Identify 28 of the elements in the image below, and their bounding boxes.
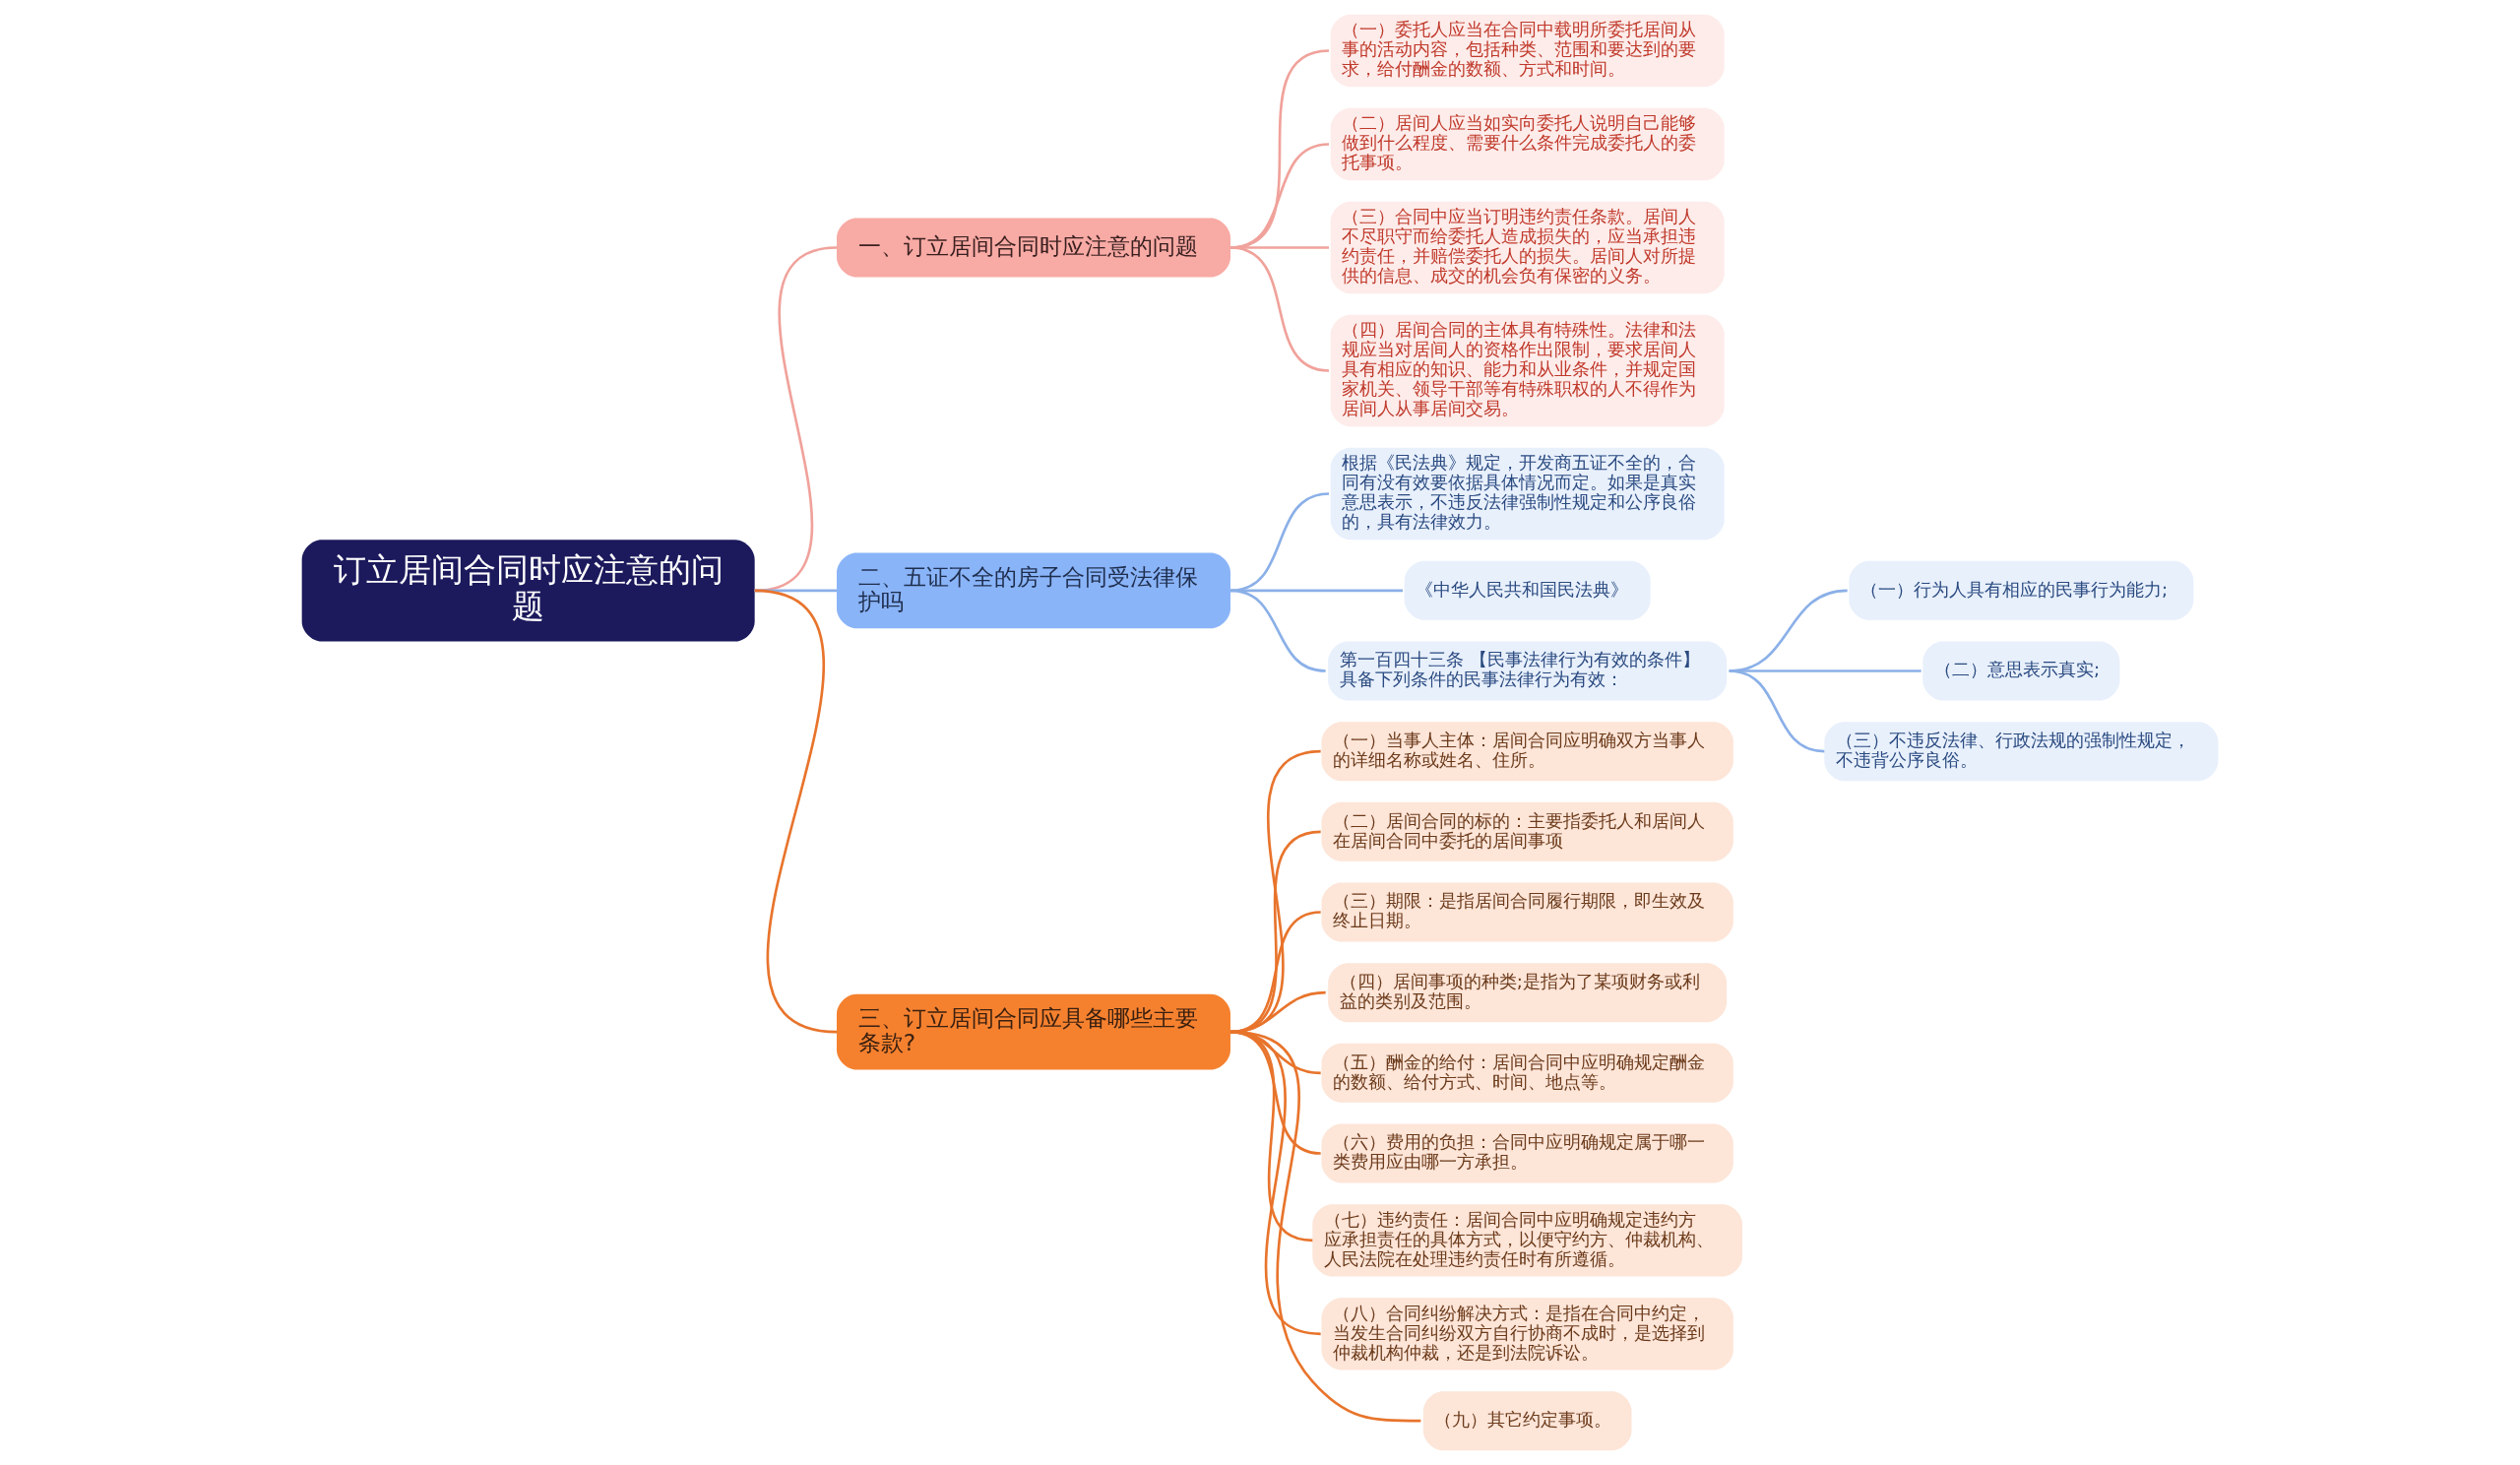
node-box: 《中华人民共和国民法典》 bbox=[1404, 560, 1651, 620]
node-box: （九）其它约定事项。 bbox=[1422, 1391, 1632, 1451]
node-box: 三、订立居间合同应具备哪些主要条款? bbox=[837, 993, 1230, 1070]
node-box: （三）不违反法律、行政法规的强制性规定，不违背公序良俗。 bbox=[1824, 722, 2219, 782]
connector bbox=[1729, 669, 1825, 753]
node-box: （三）期限：是指居间合同履行期限，即生效及终止日期。 bbox=[1321, 882, 1733, 942]
node-box: （四）居间事项的种类;是指为了某项财务或利益的类别及范围。 bbox=[1328, 963, 1728, 1023]
node-box: （二）居间人应当如实向委托人说明自己能够做到什么程度、需要什么条件完成委托人的委托事项。 bbox=[1330, 107, 1725, 181]
node-box: （一）当事人主体：居间合同应明确双方当事人的详细名称或姓名、住所。 bbox=[1321, 722, 1733, 782]
connector bbox=[1229, 589, 1326, 672]
node-box: （三）合同中应当订明违约责任条款。居间人不尽职守而给委托人造成损失的，应当承担违约责任，并赔偿委托人的损失。居间人对所提供的信息、成交的机会负有保密的义务。 bbox=[1330, 201, 1725, 294]
node-box: 二、五证不全的房子合同受法律保护吗 bbox=[837, 552, 1230, 629]
node-box: （七）违约责任：居间合同中应明确规定违约方应承担责任的具体方式，以便守约方、仲裁机构、人民法院在处理违约责任时有所遵循。 bbox=[1312, 1204, 1742, 1277]
node-box: （一）委托人应当在合同中载明所委托居间从事的活动内容，包括种类、范围和要达到的要求，给付酬金的数额、方式和时间。 bbox=[1330, 14, 1725, 88]
connector bbox=[1229, 1030, 1421, 1423]
node-box: （一）行为人具有相应的民事行为能力; bbox=[1849, 560, 2194, 620]
node-box: （六）费用的负担：合同中应明确规定属于哪一类费用应由哪一方承担。 bbox=[1321, 1123, 1733, 1183]
node-box: 第一百四十三条 【民事法律行为有效的条件】具备下列条件的民事法律行为有效： bbox=[1328, 641, 1728, 701]
connector bbox=[1229, 492, 1330, 593]
node-box: （五）酬金的给付：居间合同中应明确规定酬金的数额、给付方式、时间、地点等。 bbox=[1321, 1043, 1733, 1103]
node-box: （四）居间合同的主体具有特殊性。法律和法规应当对居间人的资格作出限制，要求居间人具有相应的知识、能力和从业条件，并规定国家机关、领导干部等有特殊职权的人不得作为居间人从事居间交易。 bbox=[1330, 314, 1725, 427]
node-box: 订立居间合同时应注意的问题 bbox=[301, 540, 755, 642]
connector bbox=[1229, 246, 1330, 372]
node-box: （二）意思表示真实; bbox=[1922, 641, 2120, 701]
node-box: 根据《民法典》规定，开发商五证不全的，合同有没有效要依据具体情况而定。如果是真实意思表示，不违反法律强制性规定和公序良俗的，具有法律效力。 bbox=[1330, 447, 1725, 541]
node-box: （二）居间合同的标的：主要指委托人和居间人在居间合同中委托的居间事项 bbox=[1321, 801, 1733, 861]
node-box: 一、订立居间合同时应注意的问题 bbox=[837, 218, 1230, 278]
node-box: （八）合同纠纷解决方式：是指在合同中约定，当发生合同纠纷双方自行协商不成时，是选择到仲裁机构仲裁，还是到法院诉讼。 bbox=[1321, 1298, 1733, 1370]
